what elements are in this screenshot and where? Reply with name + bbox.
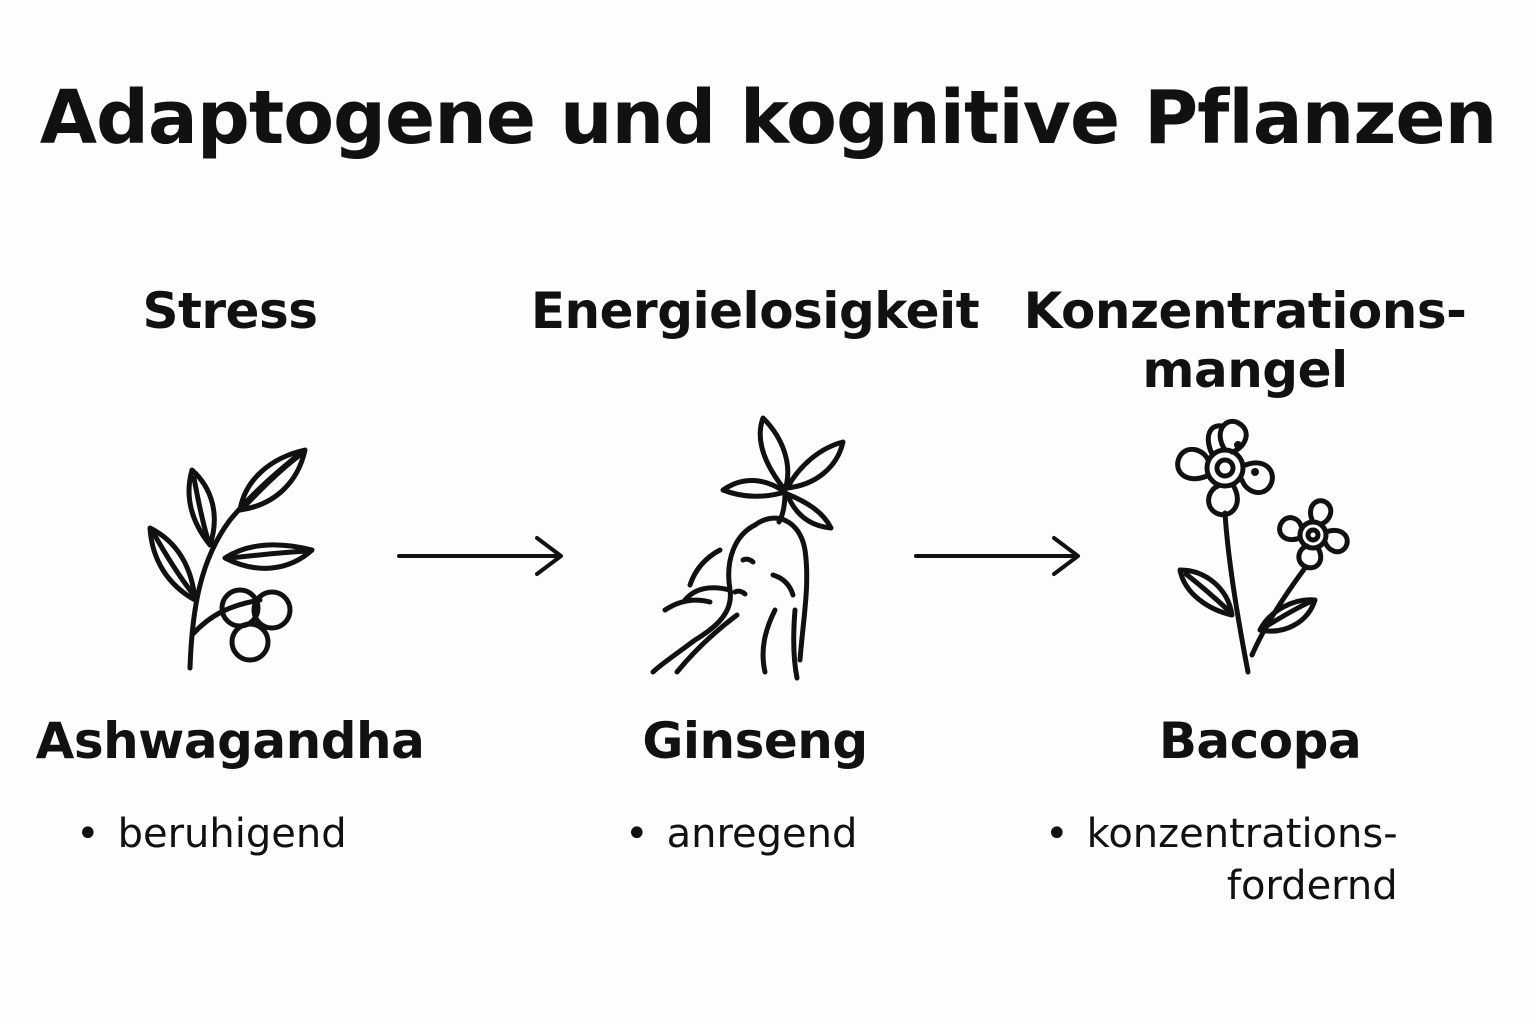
problem-label-konzentrationsmangel: Konzentrations- mangel [1023, 282, 1467, 399]
property-text-anregend: anregend [666, 811, 858, 857]
problem-label-stress: Stress [142, 282, 318, 340]
bullet-icon: • [1045, 811, 1069, 857]
arrow-right-icon [912, 530, 1087, 580]
property-item-ginseng: • anregend [625, 808, 857, 860]
ashwagandha-plant-icon [80, 410, 380, 690]
arrow-right-icon [395, 530, 570, 580]
plant-name-ginseng: Ginseng [642, 712, 868, 770]
property-item-ashwagandha: • beruhigend [76, 808, 347, 860]
plant-name-bacopa: Bacopa [1158, 712, 1362, 770]
plant-name-ashwagandha: Ashwagandha [35, 712, 425, 770]
column-stress: Stress Ashwagandha • beruhigend [0, 0, 470, 1024]
diagram-title: Adaptogene und kognitive Pflanzen [39, 75, 1498, 161]
column-konzentrationsmangel: Konzentrations- mangel [1005, 0, 1485, 1024]
bullet-icon: • [76, 811, 100, 857]
ginseng-root-icon [625, 410, 925, 690]
problem-label-energielosigkeit: Energielosigkeit [530, 282, 980, 340]
property-text-konzentrationsfordernd: konzentrations- fordernd [1086, 811, 1398, 909]
property-text-beruhigend: beruhigend [117, 811, 347, 857]
property-item-bacopa: • konzentrations- fordernd [1045, 808, 1398, 912]
bullet-icon: • [625, 811, 649, 857]
column-energielosigkeit: Energielosigkeit Ginseng • anre [515, 0, 995, 1024]
bacopa-flower-icon [1100, 410, 1400, 690]
